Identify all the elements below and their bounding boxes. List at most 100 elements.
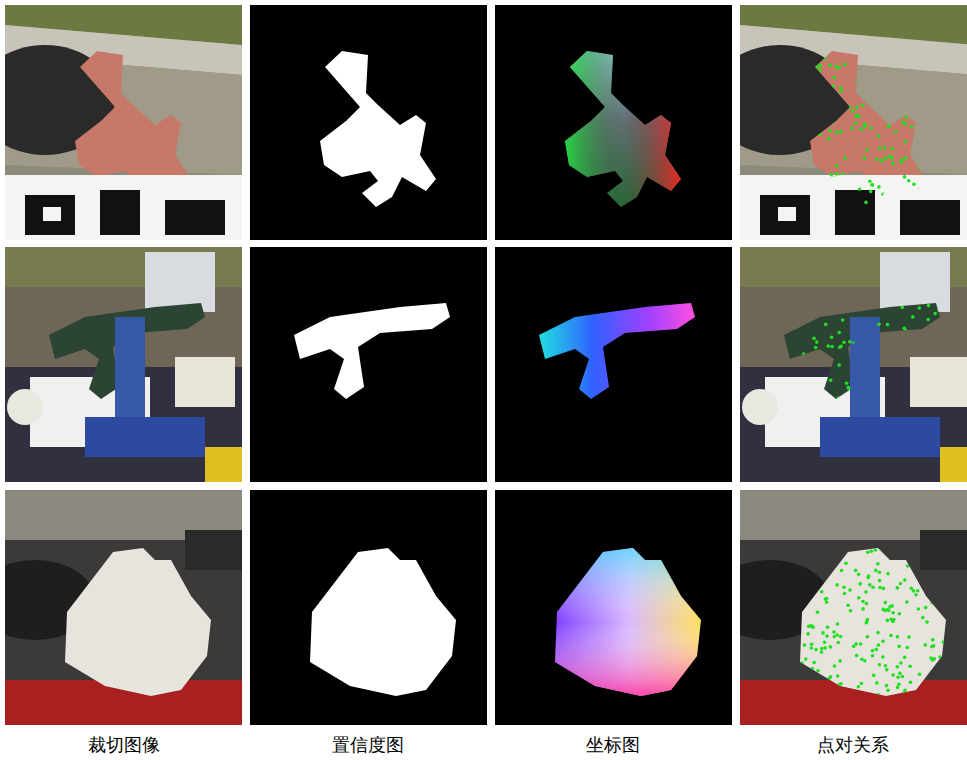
correspondence-point: [913, 692, 917, 696]
correspondence-point: [837, 66, 841, 70]
correspondence-point: [920, 197, 924, 201]
correspondence-point: [915, 552, 919, 556]
correspondence-point: [914, 364, 918, 368]
correspondence-point: [877, 693, 881, 697]
correspondence-point: [875, 388, 879, 392]
correspondence-point: [820, 650, 824, 654]
correspondence-point: [833, 176, 837, 180]
correspondence-point: [881, 193, 885, 197]
correspondence-point: [932, 670, 936, 674]
correspondence-point: [885, 668, 889, 672]
correspondence-point: [826, 625, 830, 629]
correspondence-point: [817, 121, 821, 125]
correspondence-point: [816, 205, 820, 209]
correspondence-point: [801, 596, 805, 600]
correspondence-point: [820, 647, 824, 651]
correspondence-point: [900, 306, 904, 310]
correspondence-point: [935, 585, 939, 589]
correspondence-point: [868, 180, 872, 184]
correspondence-point: [891, 85, 895, 89]
correspondence-point: [876, 82, 880, 86]
correspondence-point: [795, 591, 799, 595]
correspondence-point: [811, 625, 815, 629]
correspondence-point: [917, 120, 921, 124]
correspondence-point: [882, 398, 886, 402]
correspondence-point: [841, 178, 845, 182]
correspondence-point: [931, 638, 935, 642]
correspondence-point: [873, 57, 877, 61]
correspondence-point: [839, 635, 843, 639]
correspondence-point: [897, 80, 901, 84]
correspondence-point: [814, 648, 818, 652]
correspondence-point: [878, 663, 882, 667]
correspondence-point: [883, 609, 887, 613]
correspondence-point: [857, 596, 861, 600]
correspondence-point: [912, 183, 916, 187]
correspondence-point: [853, 198, 857, 202]
correspondence-point: [903, 387, 907, 391]
correspondence-point: [891, 102, 895, 106]
correspondence-point: [926, 150, 930, 154]
correspondence-point: [847, 387, 851, 391]
correspondence-point: [842, 185, 846, 189]
correspondence-point: [866, 296, 870, 300]
correspondence-point: [938, 666, 942, 670]
correspondence-point: [877, 58, 881, 62]
correspondence-point: [838, 659, 842, 663]
correspondence-point: [903, 578, 907, 582]
correspondence-point: [882, 208, 886, 212]
correspondence-point: [871, 649, 875, 653]
correspondence-point: [828, 64, 832, 68]
correspondence-point: [810, 646, 814, 650]
column-caption: 坐标图: [586, 734, 640, 756]
correspondence-point: [839, 130, 843, 134]
correspondence-point: [855, 79, 859, 83]
correspondence-point: [874, 548, 878, 552]
column-caption: 点对关系: [817, 734, 889, 756]
correspondence-point: [932, 598, 936, 602]
correspondence-point: [839, 682, 843, 686]
correspondence-point: [840, 569, 844, 573]
correspondence-point: [795, 553, 799, 557]
correspondence-point: [870, 549, 874, 553]
correspondence-point: [842, 44, 846, 48]
correspondence-point: [820, 590, 824, 594]
correspondence-point: [907, 179, 911, 183]
correspondence-point: [856, 363, 860, 367]
correspondence-point: [797, 561, 801, 565]
correspondence-point: [855, 654, 859, 658]
correspondence-point: [904, 140, 908, 144]
correspondence-point: [823, 96, 827, 100]
correspondence-point: [929, 656, 933, 660]
correspondence-point: [874, 78, 878, 82]
correspondence-point: [900, 546, 904, 550]
correspondence-point: [871, 586, 875, 590]
correspondence-point: [871, 654, 875, 658]
correspondence-point: [861, 600, 865, 604]
correspondence-point: [825, 191, 829, 195]
correspondence-point: [876, 370, 880, 374]
correspondence-point: [914, 88, 918, 92]
correspondence-point: [878, 147, 882, 151]
correspondence-point: [889, 634, 893, 638]
correspondence-point: [939, 558, 943, 562]
correspondence-point: [819, 125, 823, 129]
correspondence-point: [902, 75, 906, 79]
correspondence-point: [911, 315, 915, 319]
correspondence-point: [917, 297, 921, 301]
correspondence-point: [848, 105, 852, 109]
correspondence-point: [832, 398, 836, 402]
correspondence-point: [816, 669, 820, 673]
correspondence-point: [869, 190, 873, 194]
correspondence-point: [878, 579, 882, 583]
correspondence-point: [824, 566, 828, 570]
correspondence-point: [925, 620, 929, 624]
correspondence-point: [906, 94, 910, 98]
correspondence-point: [882, 587, 886, 591]
correspondence-point: [877, 95, 881, 99]
correspondence-point: [852, 341, 856, 345]
correspondence-point: [924, 606, 928, 610]
correspondence-point: [937, 346, 941, 350]
correspondence-point: [877, 322, 881, 326]
correspondence-point: [898, 301, 902, 305]
